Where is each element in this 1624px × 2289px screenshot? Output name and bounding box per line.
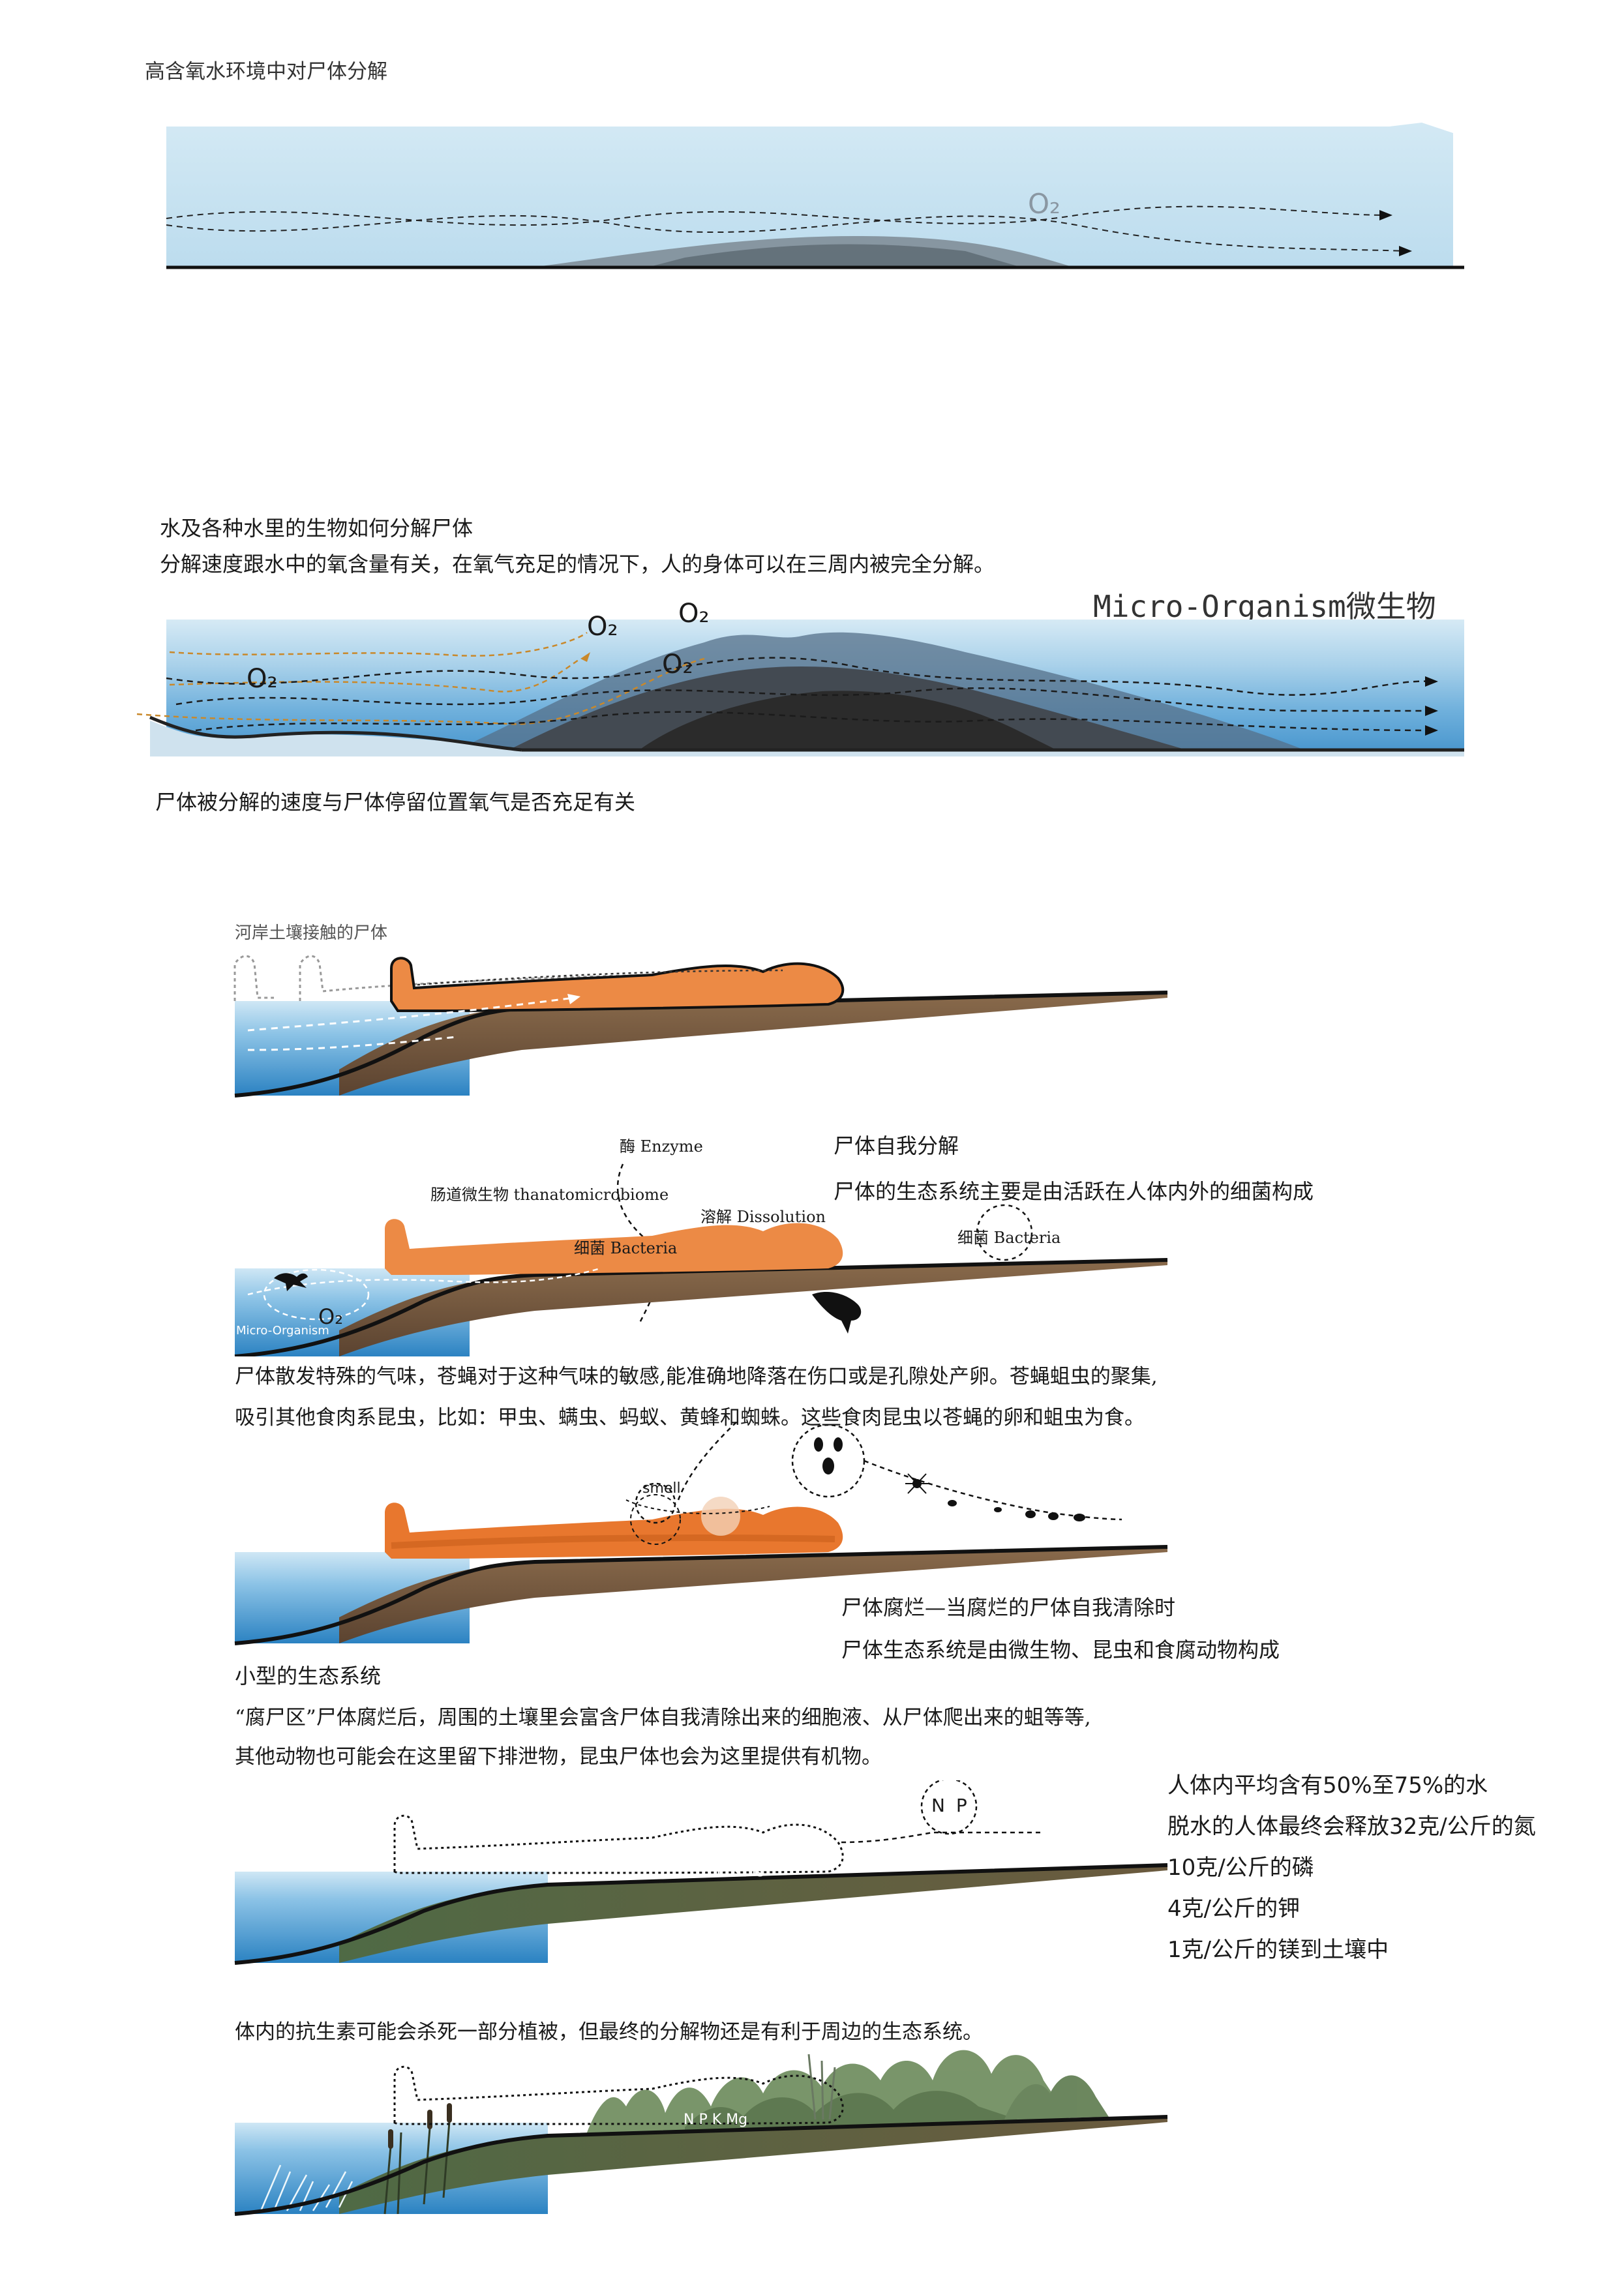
smell-label: smell: [642, 1480, 681, 1497]
water: [235, 1872, 548, 1963]
corpse-body: [390, 957, 845, 1012]
stage1-riverbank-diagram: [233, 955, 1168, 1098]
stage4-nutrient-release-diagram: [234, 1780, 1168, 1965]
bacteria-outer-label: 细菌 Bacteria: [957, 1229, 1061, 1247]
stage5-vegetation-diagram: [234, 2050, 1168, 2216]
flow-line-1: [166, 205, 1390, 226]
flow-line-2: [166, 215, 1409, 252]
stage2-description: 尸体的生态系统主要是由活跃在人体内外的细菌构成: [834, 1179, 1314, 1204]
ghost-body: [393, 2065, 844, 2125]
water-body: [166, 123, 1453, 267]
riverbed: [150, 721, 1464, 756]
insect-path: [677, 1422, 738, 1501]
section1-title: 高含氧水环境中对尸体分解: [145, 60, 387, 83]
o2-label-top: O₂: [678, 599, 710, 629]
water: [235, 2123, 548, 2214]
o2-small-label: O₂: [318, 1304, 344, 1329]
flow-line-c: [195, 711, 1436, 732]
fact-magnesium: 1克/公斤的镁到土壤中: [1167, 1937, 1389, 1963]
spider-icon: [905, 1473, 929, 1494]
soil-wedge: [339, 1259, 1167, 1356]
microorganism-decomposition-diagram: [136, 620, 1464, 756]
ghost-body-1: [233, 955, 274, 1001]
o2-label-mound: O₂: [662, 650, 693, 680]
stage4-paragraph-line2: 其他动物也可能会在这里留下排泄物，昆虫尸体也会为这里提供有机物。: [235, 1745, 882, 1769]
soil-wedge: [339, 1864, 1167, 1963]
beetle-icons: [948, 1500, 1085, 1521]
corpse-body: [385, 1219, 843, 1275]
soil-nutrient-label: N P K Mg: [701, 1861, 766, 1878]
orange-flow-2: [169, 657, 581, 693]
fly-path-left: [625, 1499, 770, 1514]
crow-silhouette: [812, 1291, 862, 1334]
stage5-soil-nutrient-label: N P K Mg: [684, 2112, 748, 2128]
orange-flow-1: [169, 631, 588, 657]
o2-label: O₂: [1028, 188, 1060, 220]
flow-line-b: [175, 687, 1435, 712]
np-label: N P: [931, 1795, 970, 1816]
fact-potassium: 4克/公斤的钾: [1167, 1896, 1301, 1922]
bacteria-outer-circle: [976, 1204, 1033, 1261]
soil-wedge: [339, 2116, 1167, 2214]
bacteria-inner-label: 细菌 Bacteria: [574, 1239, 678, 1257]
stage3-paragraph-line1: 尸体散发特殊的气味，苍蝇对于这种气味的敏感,能准确地降落在伤口或是孔隙处产卵。苍…: [235, 1365, 1158, 1388]
section2-subheading: 分解速度跟水中的氧含量有关，在氧气充足的情况下，人的身体可以在三周内被完全分解。: [160, 552, 995, 576]
stage2-self-decomposition-diagram: [234, 1163, 1168, 1356]
o2-label-left: O₂: [247, 664, 278, 694]
insect-trail: [864, 1459, 1122, 1521]
bird-silhouette: [274, 1273, 308, 1291]
np-circle: [920, 1780, 978, 1835]
stage4-heading: 小型的生态系统: [235, 1664, 382, 1688]
fly-icon: [814, 1437, 843, 1474]
water: [235, 1268, 470, 1356]
smell-circle: [635, 1482, 676, 1524]
soil-wedge: [339, 991, 1167, 1096]
gut-microbiome-label: 肠道微生物 thanatomicrobiome: [430, 1186, 669, 1204]
fact-water-content: 人体内平均含有50%至75%的水: [1167, 1773, 1488, 1799]
fact-phosphorus: 10克/公斤的磷: [1167, 1855, 1314, 1881]
fact-nitrogen: 脱水的人体最终会释放32克/公斤的氮: [1167, 1814, 1536, 1840]
stage3-description: 尸体生态系统是由微生物、昆虫和食腐动物构成: [841, 1638, 1280, 1662]
corpse-body: [385, 1503, 843, 1559]
stage3-title: 尸体腐烂—当腐烂的尸体自我清除时: [841, 1595, 1176, 1620]
section2-heading: 水及各种水里的生物如何分解尸体: [160, 516, 474, 541]
o2-label-center: O₂: [587, 612, 618, 642]
flow-line-a: [166, 657, 1436, 696]
stage5-caption: 体内的抗生素可能会杀死一部分植被，但最终的分解物还是有利于周边的生态系统。: [235, 2020, 983, 2044]
micro-organism-label: Micro-Organism微生物: [1093, 589, 1436, 624]
stage1-label: 河岸土壤接触的尸体: [235, 923, 388, 943]
micro-organism-flow: [247, 1267, 601, 1296]
micro-organism-small-label: Micro-Organism: [236, 1324, 329, 1338]
enzyme-dashed-path: [616, 1163, 659, 1324]
ghost-body: [393, 1814, 844, 1874]
stage3-decay-insects-diagram: [234, 1422, 1168, 1645]
np-path: [841, 1831, 1044, 1844]
dissolution-label: 溶解 Dissolution: [700, 1208, 826, 1226]
stage4-paragraph-line1: “腐尸区”尸体腐烂后，周围的土壤里会富含尸体自我清除出来的细胞液、从尸体爬出来的…: [235, 1706, 1091, 1729]
section2-caption: 尸体被分解的速度与尸体停留位置氧气是否充足有关: [155, 790, 636, 815]
enzyme-label: 酶 Enzyme: [620, 1137, 703, 1156]
vegetation: [587, 2050, 1109, 2136]
oxygen-water-diagram: [166, 123, 1464, 269]
sediment-mound-dark: [639, 691, 1057, 750]
stage2-title: 尸体自我分解: [834, 1133, 959, 1158]
stage3-paragraph-line2: 吸引其他食肉系昆虫，比如：甲虫、螨虫、蚂蚁、黄蜂和蜘蛛。这些食肉昆虫以苍蝇的卵和…: [235, 1406, 1145, 1429]
soil-wedge: [339, 1546, 1167, 1643]
